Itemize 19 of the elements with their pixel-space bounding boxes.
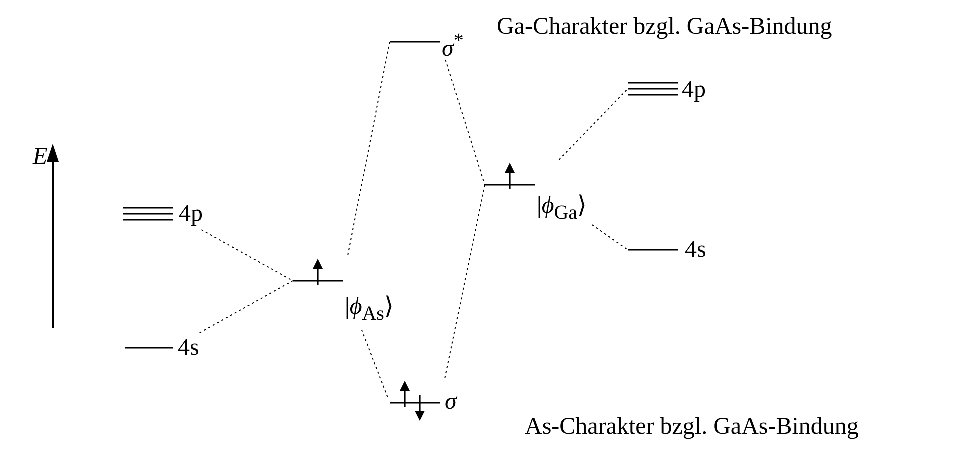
note-text: As-Charakter bzgl. GaAs-Bindung	[525, 415, 859, 439]
level-label: σ$^{*}$	[442, 31, 464, 61]
dotted-connector	[445, 60, 486, 186]
dotted-connector	[592, 224, 628, 250]
level-label: σ	[445, 390, 457, 414]
level-label: 4s	[685, 238, 706, 262]
level-label: 4p	[179, 202, 203, 226]
dotted-connector	[348, 42, 390, 256]
dotted-connector	[361, 330, 388, 398]
dotted-connector	[444, 184, 486, 378]
note-text: Ga-Charakter bzgl. GaAs-Bindung	[497, 15, 832, 39]
level-label: |ϕ$_{Ga}$⟩	[537, 194, 587, 223]
level-label: 4p	[682, 78, 706, 102]
axis-label: E	[33, 145, 48, 169]
level-label: 4s	[178, 336, 200, 360]
level-label: |ϕ$_{As}$⟩	[345, 295, 394, 324]
dotted-connector	[558, 88, 628, 160]
dotted-connector	[201, 230, 294, 282]
dotted-connector	[199, 280, 294, 334]
